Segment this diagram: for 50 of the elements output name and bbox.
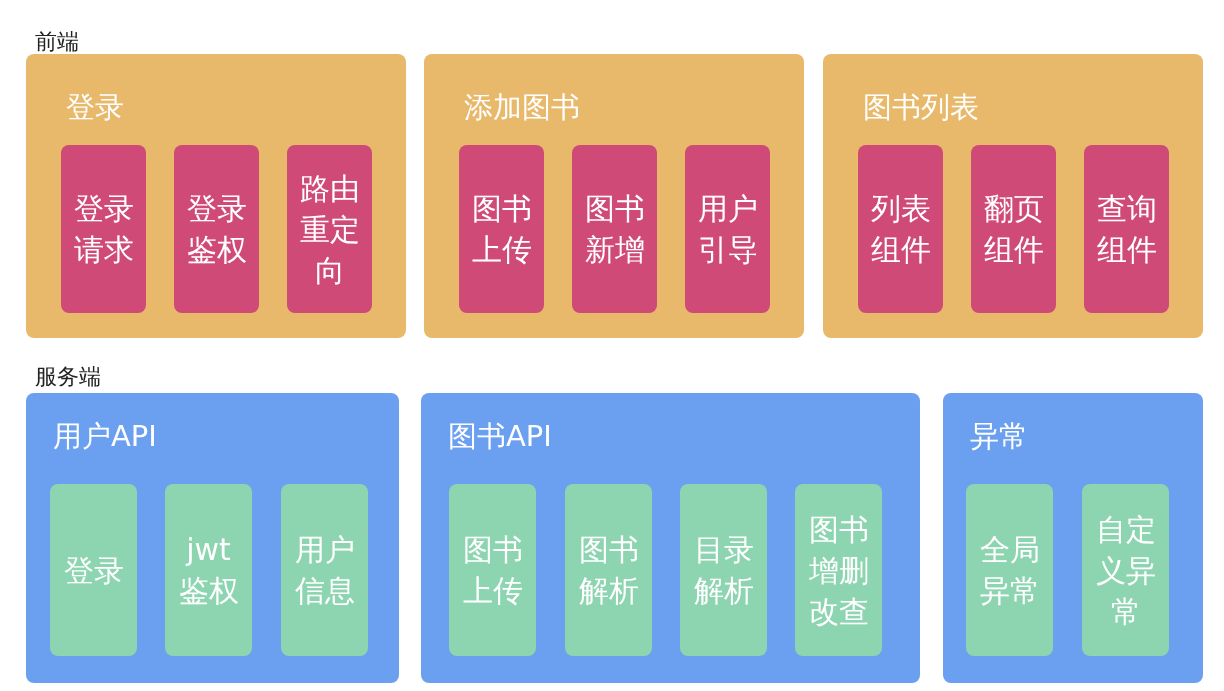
- module-card: [165, 484, 252, 656]
- card-label: 全局异常: [978, 531, 1041, 610]
- group-panel: [26, 54, 406, 338]
- group-panel: [26, 393, 399, 683]
- card-label: 图书上传: [470, 190, 533, 269]
- module-card: [1084, 145, 1169, 313]
- module-card: [565, 484, 652, 656]
- card-label: 用户引导: [696, 190, 759, 269]
- panel-title: 添加图书: [464, 89, 580, 126]
- module-card: [685, 145, 770, 313]
- card-label: 列表组件: [869, 190, 932, 269]
- panel-title: 图书列表: [863, 89, 979, 126]
- card-label: jwt鉴权: [177, 531, 240, 610]
- module-card: [572, 145, 657, 313]
- card-label: 图书解析: [577, 531, 640, 610]
- module-card: [61, 145, 146, 313]
- module-card: [858, 145, 943, 313]
- group-panel: [424, 54, 804, 338]
- panel-title: 用户API: [53, 418, 157, 455]
- card-label: 自定义异常: [1094, 510, 1157, 631]
- module-card: [50, 484, 137, 656]
- panel-title: 登录: [66, 89, 124, 126]
- card-label: 登录: [62, 551, 125, 590]
- card-label: 目录解析: [692, 531, 755, 610]
- card-label: 翻页组件: [982, 190, 1045, 269]
- panel-title: 异常: [970, 418, 1028, 455]
- module-card: [174, 145, 259, 313]
- section-heading: 服务端: [35, 363, 101, 391]
- group-panel: [421, 393, 920, 683]
- card-label: 登录请求: [72, 190, 135, 269]
- panel-title: 图书API: [448, 418, 552, 455]
- group-panel: [823, 54, 1203, 338]
- card-label: 查询组件: [1095, 190, 1158, 269]
- module-card: [971, 145, 1056, 313]
- group-panel: [943, 393, 1203, 683]
- card-label: 用户信息: [293, 531, 356, 610]
- card-label: 图书上传: [461, 531, 524, 610]
- module-card: [680, 484, 767, 656]
- card-label: 路由重定向: [298, 169, 361, 290]
- card-label: 登录鉴权: [185, 190, 248, 269]
- module-card: [281, 484, 368, 656]
- module-card: [449, 484, 536, 656]
- module-card: [795, 484, 882, 656]
- section-heading: 前端: [35, 28, 79, 56]
- module-card: [1082, 484, 1169, 656]
- card-label: 图书新增: [583, 190, 646, 269]
- card-label: 图书增删改查: [807, 510, 870, 631]
- module-card: [287, 145, 372, 313]
- module-card: [966, 484, 1053, 656]
- module-card: [459, 145, 544, 313]
